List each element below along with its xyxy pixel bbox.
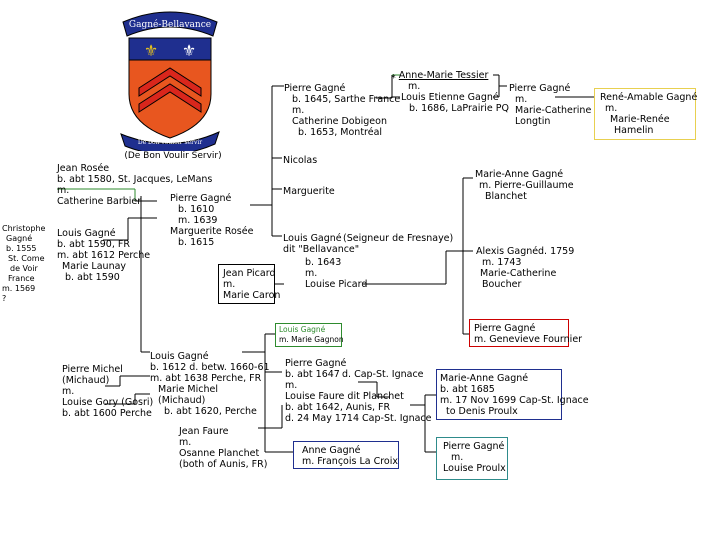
person-anne-marie-tessier: ⁎ Anne-Marie Tessier bbox=[391, 70, 489, 81]
person-jean-rosee: Jean Rosée b. abt 1580, St. Jacques, LeM… bbox=[57, 163, 213, 207]
person-alexis-gagne: Alexis Gagné m. 1743 Marie-Catherine Bou… bbox=[476, 246, 557, 290]
person-nicolas: Nicolas bbox=[283, 155, 318, 166]
person-louis-etienne-gagne: Louis Etienne Gagné b. 1686, LaPrairie P… bbox=[401, 92, 509, 114]
small-star-icon: ⁎ bbox=[391, 70, 399, 81]
svg-text:De bon vouloir servir: De bon vouloir servir bbox=[138, 139, 202, 146]
shield-chief bbox=[128, 37, 212, 61]
box-louis-gagne-gagnon: Louis Gagné m. Marie Gagnon bbox=[275, 323, 344, 347]
person-marguerite: Marguerite bbox=[283, 186, 335, 197]
person-louis-gagne-bellavance: Louis Gagné dit "Bellavance" bbox=[283, 233, 360, 255]
person-louis-gagne-1643-details: b. 1643 m. Louise Picard bbox=[305, 257, 368, 290]
person-louis-gagne-1612: Louis Gagné b. 1612 d. betw. 1660-61 m. … bbox=[150, 351, 270, 417]
person-pierre-gagne-longtin: Pierre Gagné m. Marie-Catherine Longtin bbox=[509, 83, 592, 127]
person-pierre-michel: Pierre Michel (Michaud) m. Louise Gory (… bbox=[62, 364, 154, 419]
box-marie-anne-gagne-1685: Marie-Anne Gagné b. abt 1685 m. 17 Nov 1… bbox=[436, 369, 589, 420]
fleur-de-lis-icon: ⚜ bbox=[144, 41, 158, 60]
person-jean-faure: Jean Faure m. Osanne Planchet (both of A… bbox=[179, 426, 268, 470]
box-jean-picard: Jean Picard m. Marie Caron bbox=[218, 264, 280, 304]
pierre-1647-death: d. Cap-St. Ignace bbox=[342, 369, 424, 380]
box-anne-gagne: Anne Gagné m. François La Croix bbox=[293, 441, 399, 469]
person-christophe-gagne: Christophe Gagné b. 1555 St. Come de Voi… bbox=[2, 224, 46, 303]
crest-motto: (De Bon Voulir Servir) bbox=[124, 151, 222, 161]
chevron-icon bbox=[138, 83, 202, 113]
alexis-death: d. 1759 bbox=[538, 246, 575, 257]
marriage-label: m. bbox=[408, 81, 421, 92]
person-pierre-gagne-1647: Pierre Gagné b. abt 1647 m. Louise Faure… bbox=[285, 358, 432, 424]
box-pierre-gagne-fournier: Pierre Gagné m. Genevieve Fournier bbox=[469, 319, 582, 347]
seigneur-title: (Seigneur de Fresnaye) bbox=[343, 233, 454, 244]
person-pierre-gagne-1645: Pierre Gagné b. 1645, Sarthe France m. C… bbox=[284, 83, 401, 138]
svg-text:Gagné-Bellavance: Gagné-Bellavance bbox=[129, 19, 211, 30]
box-pierre-gagne-proulx: Pierre Gagné m. Louise Proulx bbox=[436, 437, 508, 480]
box-rene-amable-gagne: René-Amable Gagné m. Marie-Renée Hamelin bbox=[594, 88, 697, 140]
person-louis-gagne-1590: Louis Gagné b. abt 1590, FR m. abt 1612 … bbox=[57, 228, 151, 283]
family-crest: Gagné-Bellavance ⚜ ⚜ De bon vouloir serv… bbox=[115, 6, 225, 155]
fleur-de-lis-icon: ⚜ bbox=[182, 41, 196, 60]
chevron-icon bbox=[138, 67, 202, 97]
person-marie-anne-gagne-blanchet: Marie-Anne Gagné m. Pierre-Guillaume Bla… bbox=[475, 169, 574, 202]
top-banner-ribbon bbox=[122, 11, 218, 37]
person-pierre-gagne-1610: Pierre Gagné b. 1610 m. 1639 Marguerite … bbox=[170, 193, 254, 248]
